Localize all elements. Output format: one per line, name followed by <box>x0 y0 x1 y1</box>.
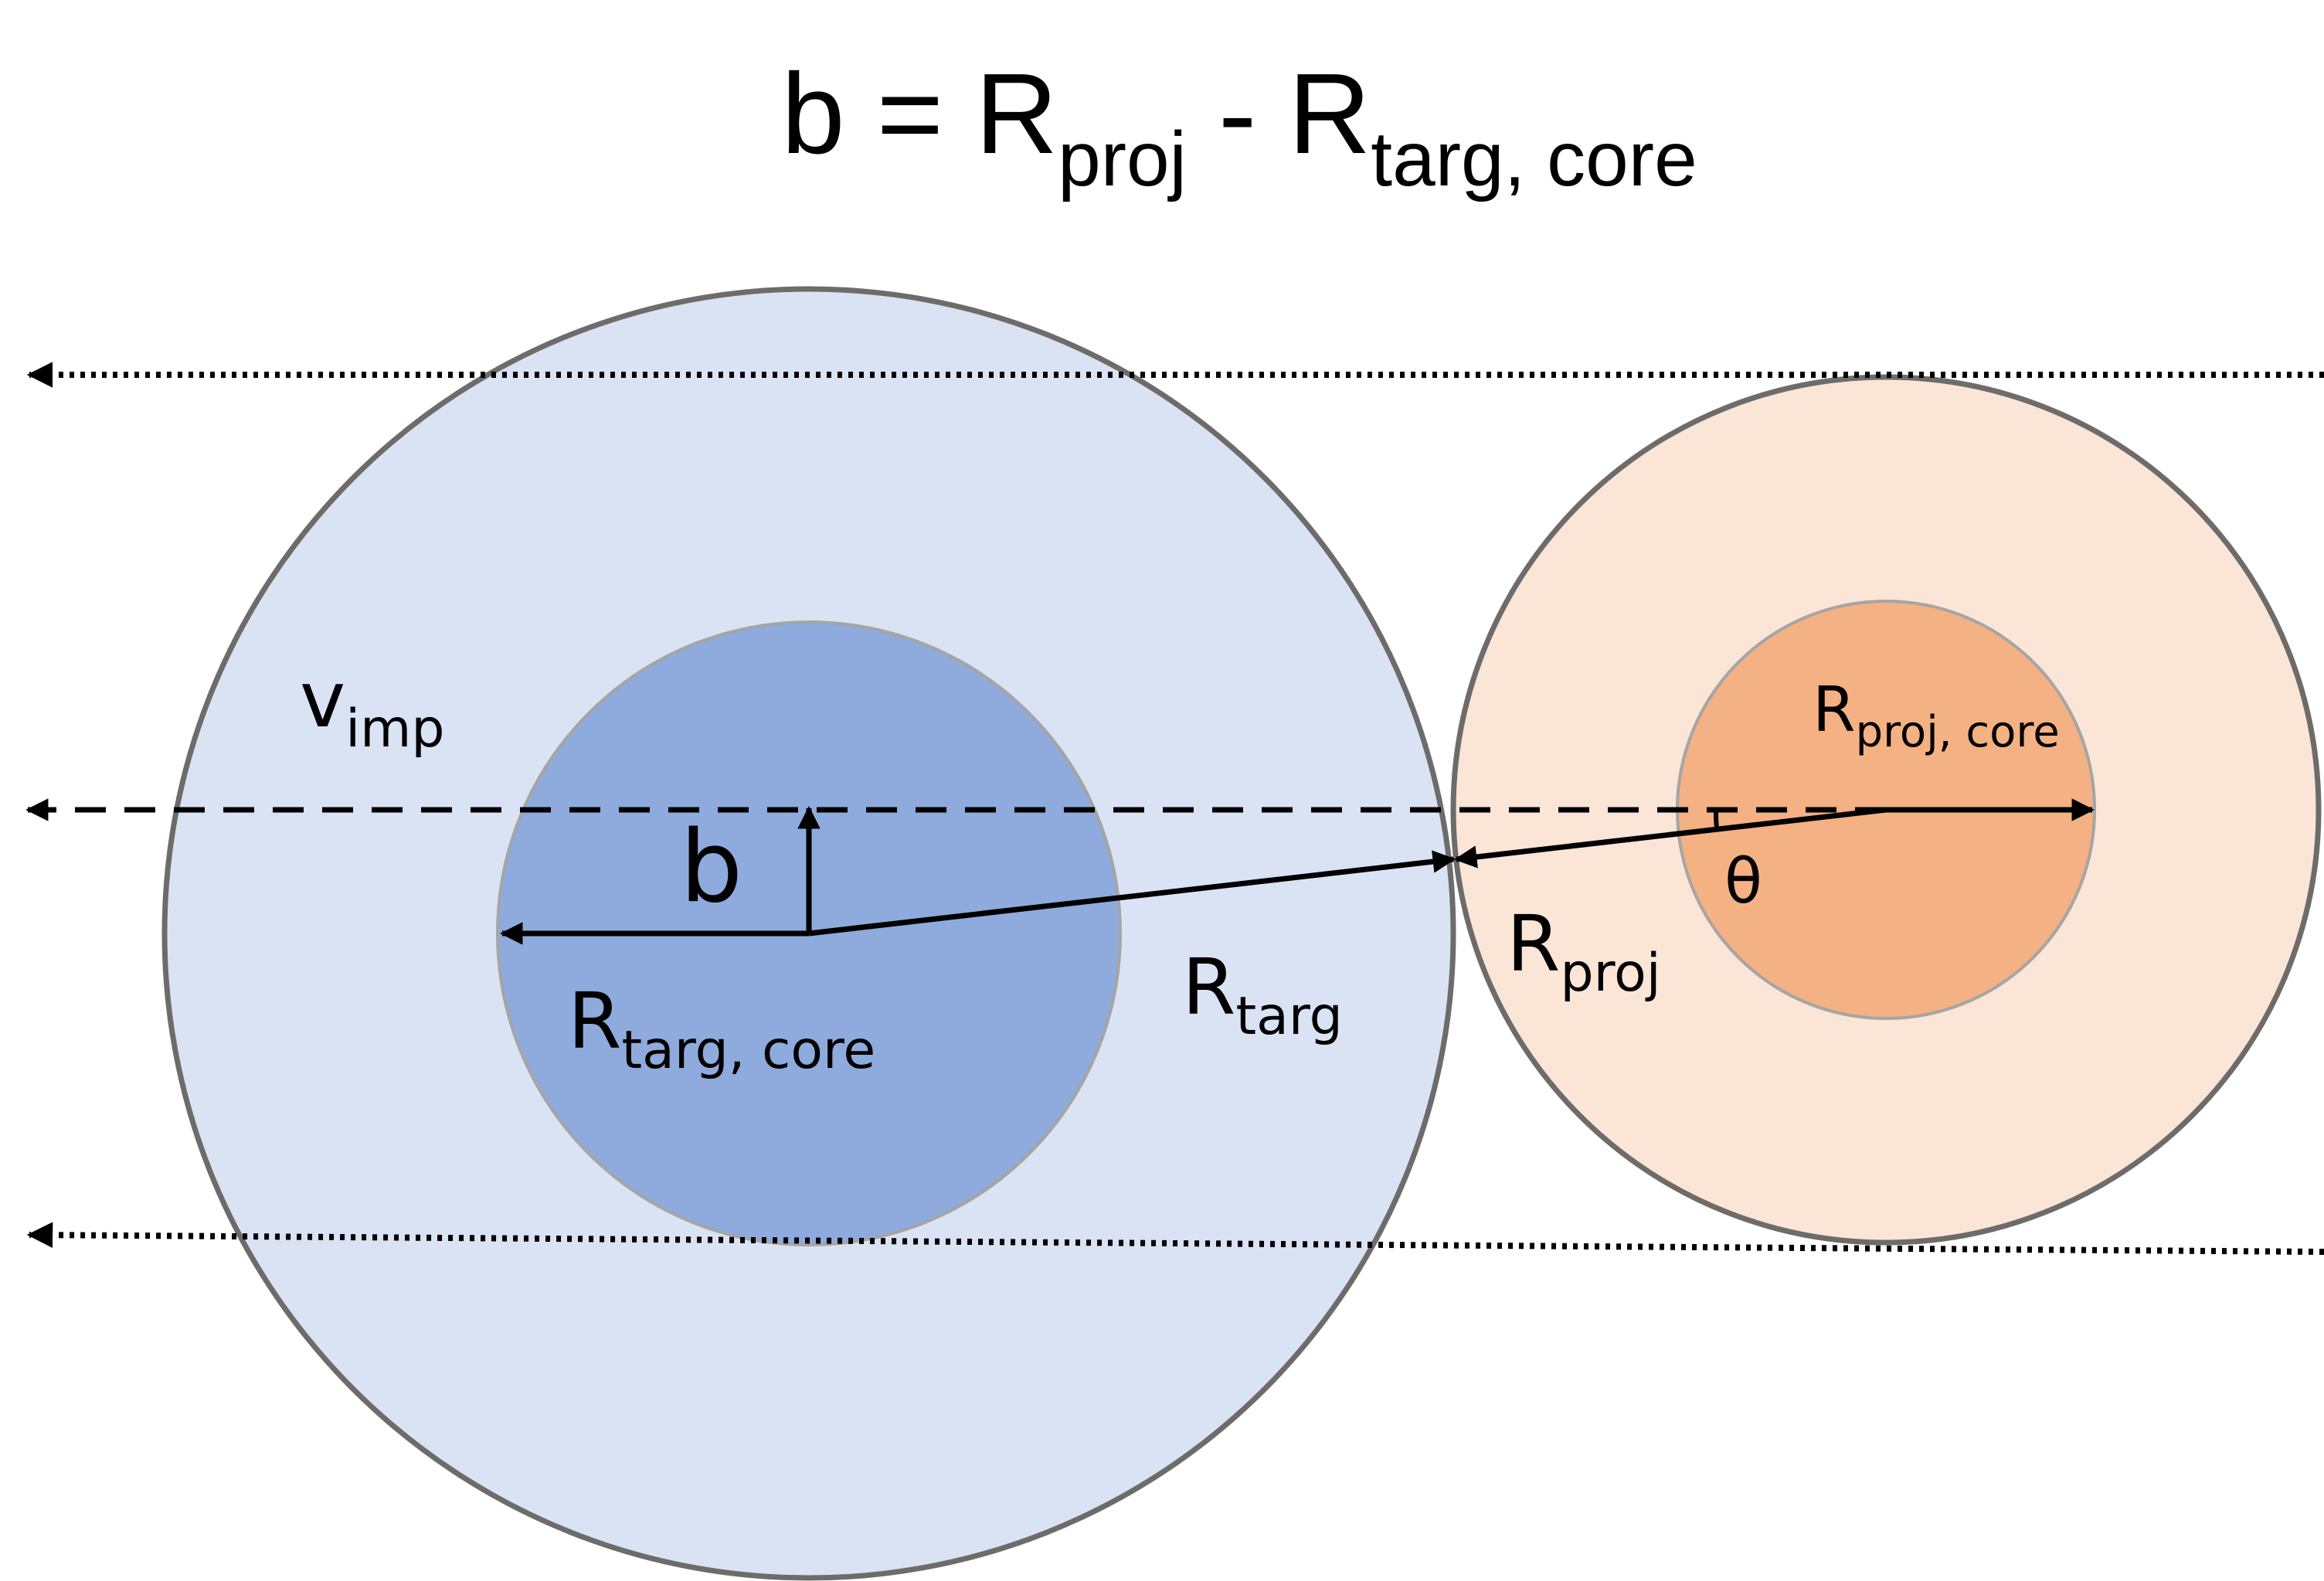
label-r-proj-core: Rproj, core <box>1813 674 2060 757</box>
label-theta: θ <box>1724 845 1762 917</box>
equation-mid: - R <box>1187 50 1371 178</box>
label-b: b <box>680 810 742 925</box>
target-radius-arrow <box>808 850 1456 937</box>
label-r-targ-core: Rtarg, core <box>568 976 875 1081</box>
impact-parameter-equation: b = Rproj - Rtarg, core <box>781 50 1697 202</box>
label-r-targ: Rtarg <box>1182 942 1343 1047</box>
equation-sub-targ-core: targ, core <box>1371 116 1697 202</box>
equation-lhs: b = R <box>781 50 1058 178</box>
label-r-proj: Rproj <box>1507 899 1661 1004</box>
label-v-imp: vimp <box>300 654 444 760</box>
impact-angle-arc <box>1713 809 1719 830</box>
lower-trajectory-line <box>26 1222 2324 1255</box>
equation-sub-proj: proj <box>1058 116 1187 202</box>
projectile-radius-arrow <box>1454 807 1887 869</box>
